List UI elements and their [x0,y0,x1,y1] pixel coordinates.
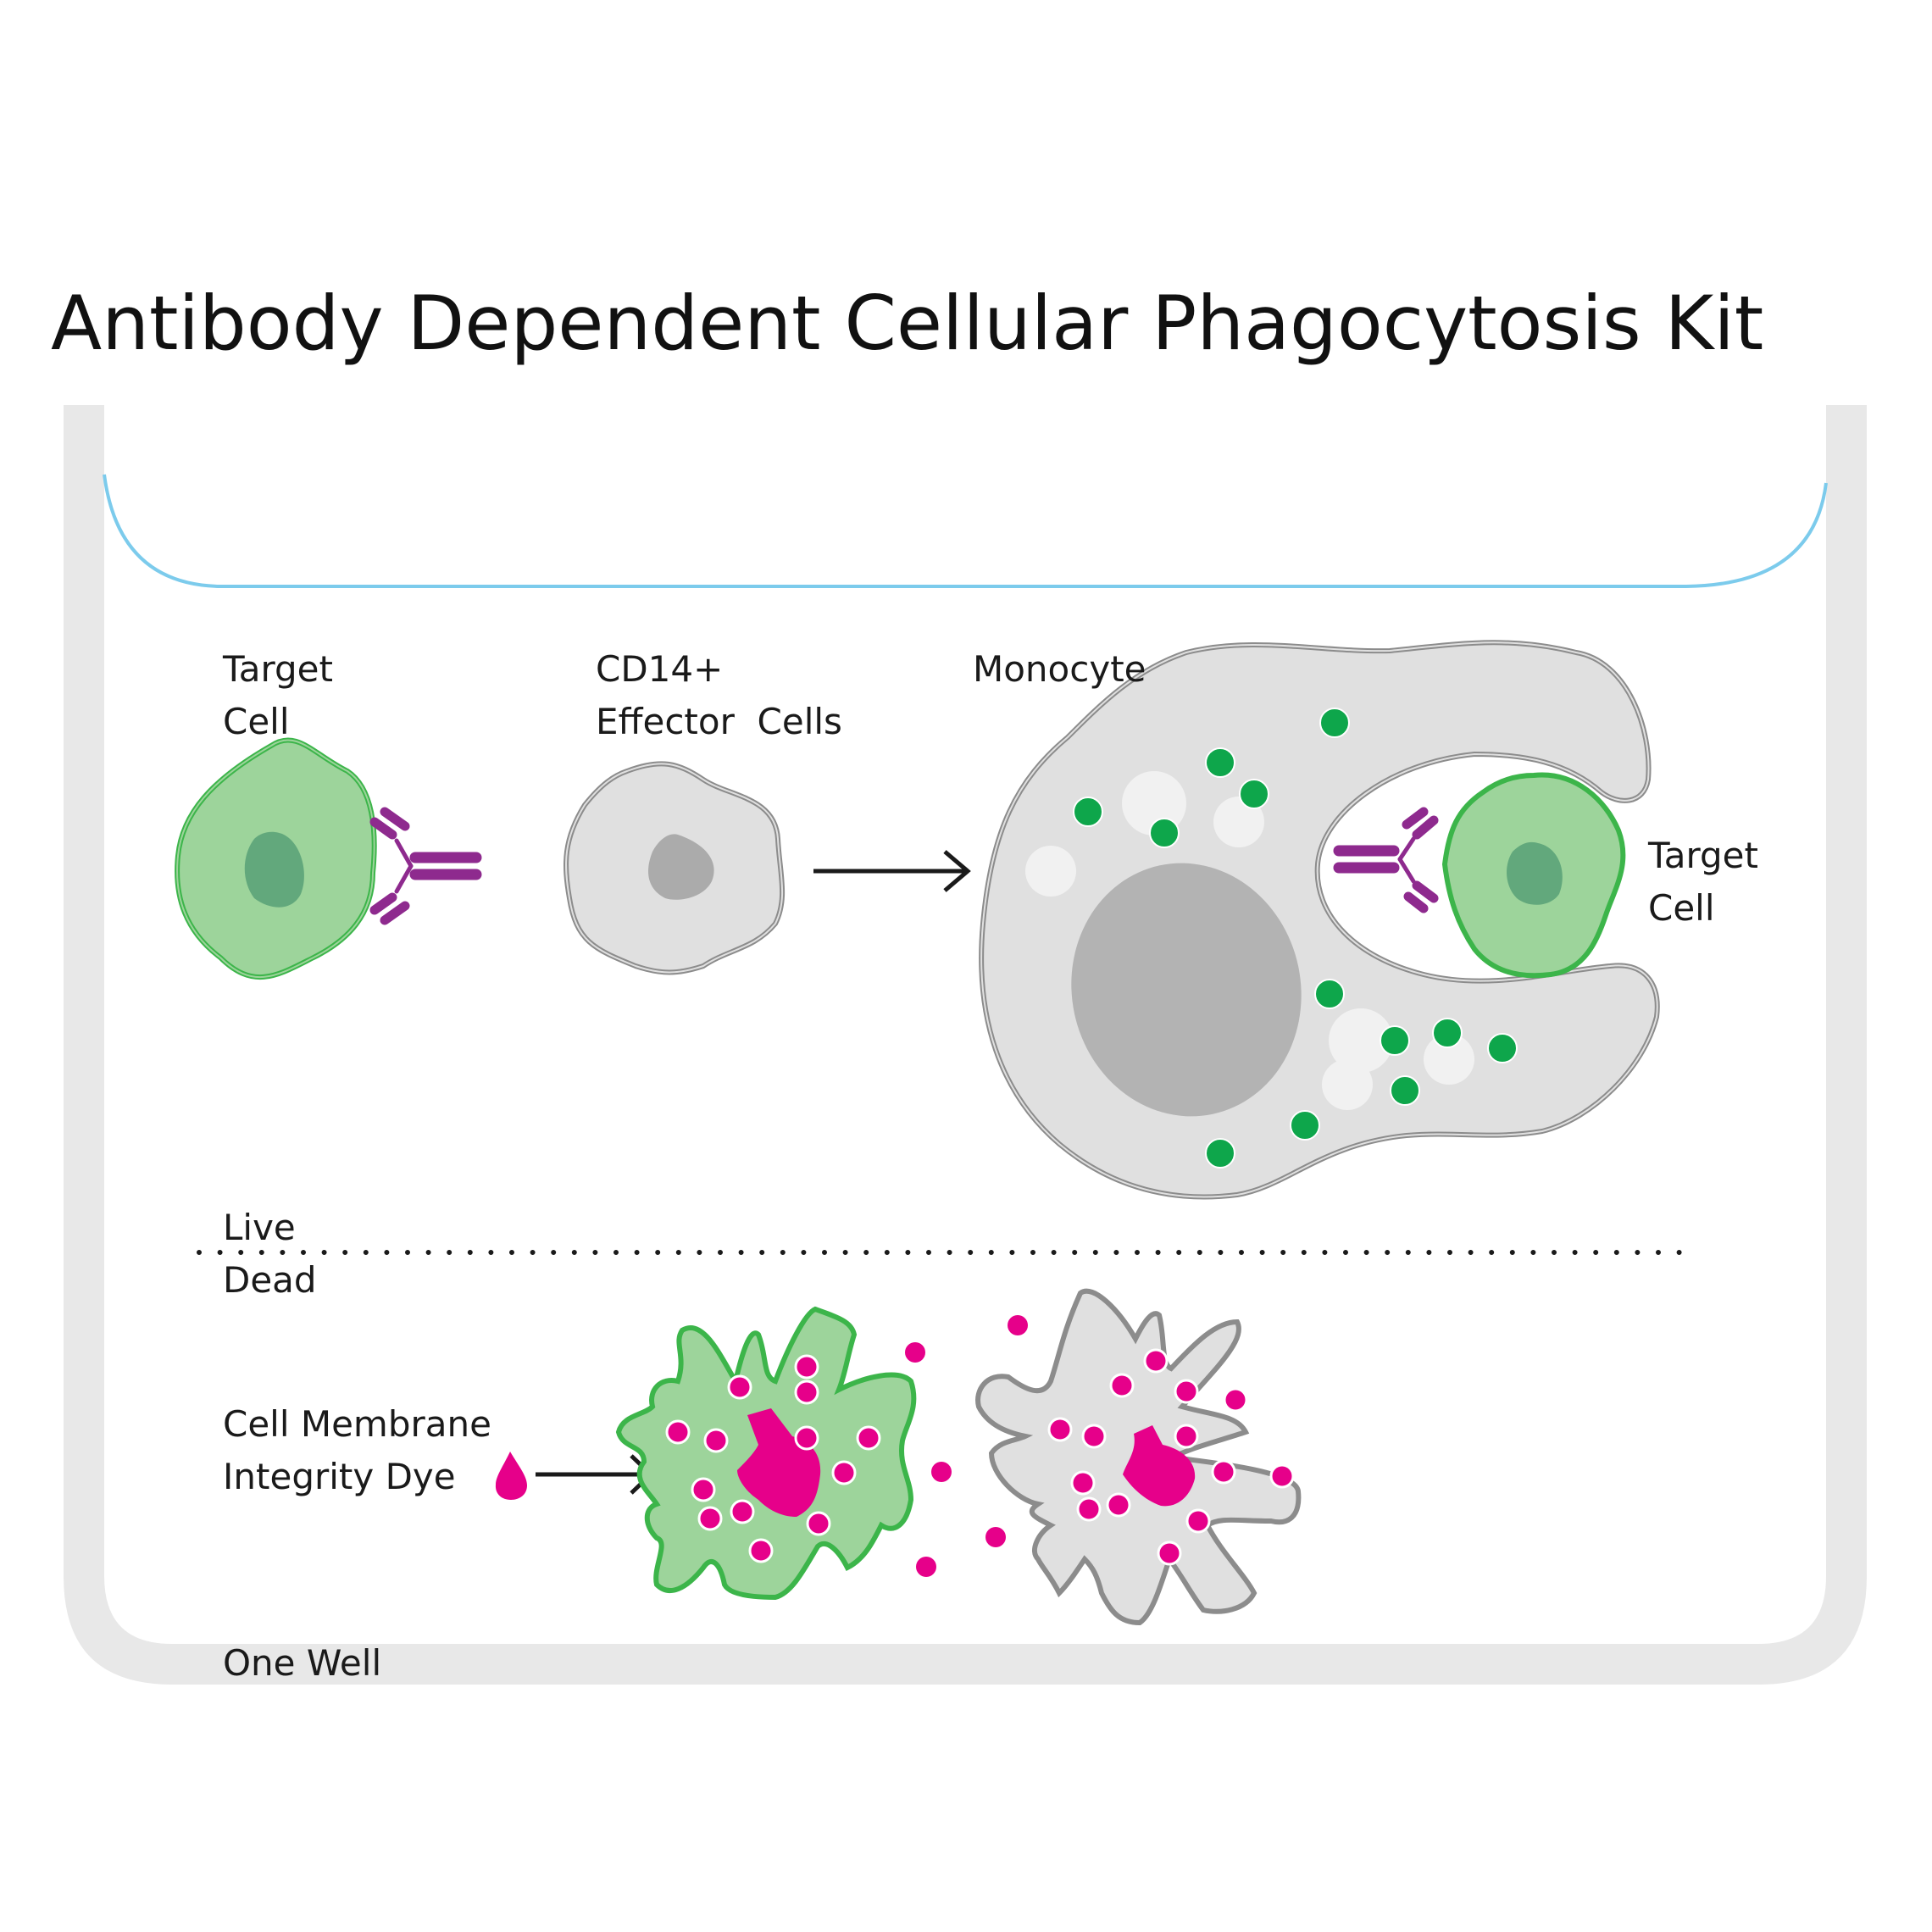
label-line: CD14+ [596,648,724,690]
released-dye-particles [905,1315,1028,1577]
label-live: Live [223,1207,296,1248]
medium-surface-line [103,474,1828,588]
nucleus-target-right [1507,841,1563,905]
target-cell-left [175,737,377,980]
antibody-right-icon [1333,807,1439,913]
arrow-right-icon [813,850,971,892]
dead-target-cell [615,1306,917,1601]
label-line: Cell [223,701,290,742]
antibody-left-icon [369,807,482,925]
label-target-cell-right: Target Cell [1648,830,1758,935]
label-target-cell-left: Target Cell [223,643,333,748]
dead-effector-cell [975,1288,1302,1626]
nucleus-effector [648,834,714,900]
label-dead: Dead [223,1259,317,1301]
arrow-right-dye-icon [536,1454,654,1495]
label-line: Target [223,648,333,690]
dead-nucleus-green [737,1408,821,1517]
phagocytosed-particles [1073,708,1518,1169]
label-monocyte: Monocyte [973,648,1146,690]
label-cell-membrane-integrity-dye: Cell Membrane Integrity Dye [223,1398,491,1503]
target-cell-right [1441,772,1626,979]
dead-nucleus-grey [1123,1425,1196,1507]
label-effector-cells: CD14+ Effector Cells [596,643,842,748]
effector-cell [564,761,786,975]
monocyte-cell [979,640,1660,1200]
label-line: Target [1648,835,1758,876]
label-line: Cell [1648,887,1715,929]
vacuoles [1025,771,1474,1110]
dye-droplet-icon [495,1452,527,1500]
page-title: Antibody Dependent Cellular Phagocytosis… [51,280,1764,367]
nucleus-monocyte [1071,863,1302,1117]
well [64,405,1867,1685]
label-line: Effector Cells [596,701,842,742]
nucleus-target-left [244,831,304,908]
label-one-well: One Well [223,1642,382,1684]
label-line: Cell Membrane [223,1403,491,1445]
label-line: Integrity Dye [223,1456,456,1497]
